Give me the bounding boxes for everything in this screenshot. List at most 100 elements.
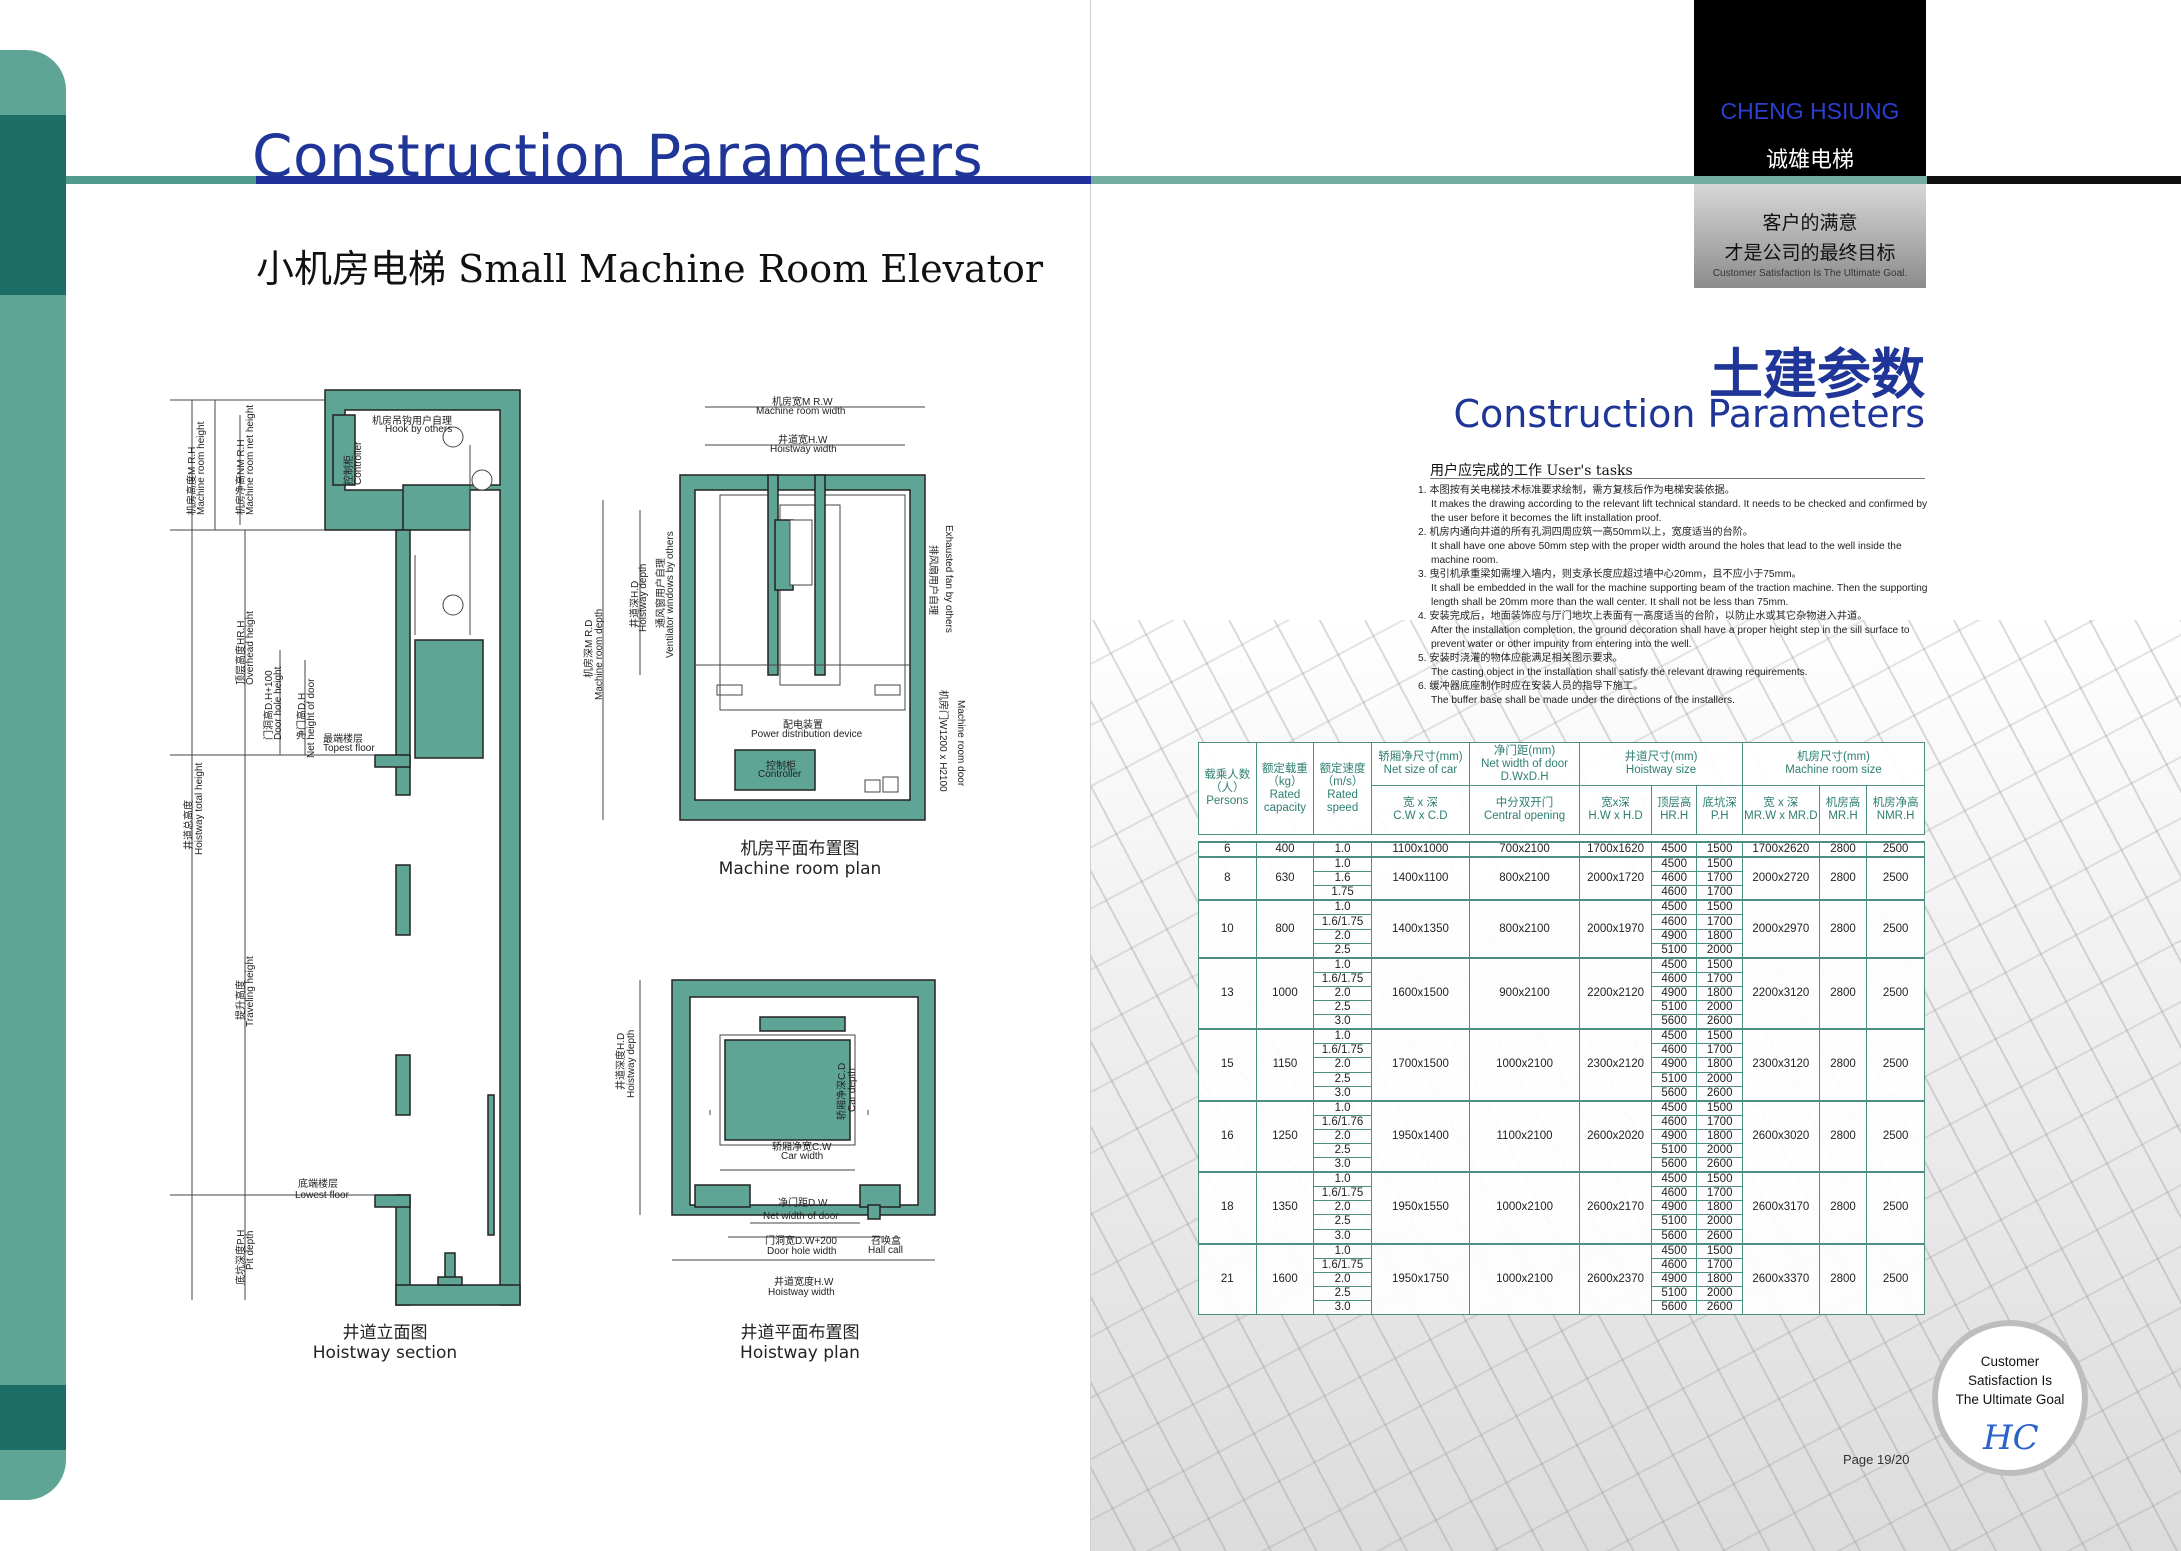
th-nmrh-en: NMR.H — [1876, 810, 1915, 822]
th-capacity: 额定载重（kg） Rated capacity — [1255, 742, 1315, 835]
cell-overhead-height: 4600 — [1650, 1257, 1698, 1273]
cell-machine-room-net-height: 2500 — [1866, 956, 1925, 1030]
cell-pit-depth: 2600 — [1696, 1228, 1743, 1245]
cell-door-width: 900x2100 — [1468, 956, 1581, 1030]
th-mrh: 机房高 MR.H — [1818, 785, 1868, 835]
page-fold-line — [1090, 0, 1091, 1551]
cell-overhead-height: 5100 — [1650, 1142, 1698, 1159]
cell-hoistway-size: 2200x2120 — [1579, 956, 1652, 1030]
label-door-zh: 机房门W1200 x H2100 — [937, 690, 948, 792]
cell-overhead-height: 5600 — [1650, 1299, 1698, 1316]
cell-overhead-height: 4600 — [1650, 885, 1698, 901]
slogan-badge — [1932, 1320, 2088, 1476]
th-ph-zh: 底坑深 — [1702, 797, 1737, 809]
cell-overhead-height: 5100 — [1650, 1214, 1698, 1230]
cell-pit-depth: 1700 — [1696, 914, 1743, 930]
cell-overhead-height: 4500 — [1650, 840, 1698, 858]
cell-hoistway-size: 2600x2170 — [1579, 1171, 1652, 1245]
cell-speed: 2.5 — [1313, 1214, 1372, 1230]
cell-machine-room-size: 2300x3120 — [1741, 1028, 1820, 1102]
cell-pit-depth: 1700 — [1696, 1114, 1743, 1130]
th-door-en: Net width of door D.WxD.H — [1481, 757, 1569, 783]
label-cw-en: Car width — [781, 1151, 824, 1162]
user-tasks-rule — [1430, 478, 1925, 479]
user-tasks-heading: 用户应完成的工作 User's tasks — [1430, 463, 1633, 479]
cell-overhead-height: 4900 — [1650, 1057, 1698, 1073]
cell-door-width: 1000x2100 — [1468, 1242, 1581, 1316]
label-dhw-zh: 门洞宽D.W+200 — [765, 1236, 837, 1247]
badge-line1: Customer — [1980, 1354, 2040, 1369]
th-persons-en: Persons — [1206, 795, 1249, 807]
cell-machine-room-height: 2800 — [1818, 956, 1868, 1030]
task-en: It shall have one above 50mm step with t… — [1431, 541, 1902, 566]
th-hwhd-en: H.W x H.D — [1588, 810, 1643, 822]
label-hook-zh: 机房吊钩用户自理 — [372, 416, 452, 427]
label-hook-en: Hook by others — [385, 424, 453, 435]
label-hp-hw-en: Hoistway width — [768, 1287, 835, 1298]
cell-pit-depth: 1800 — [1696, 985, 1743, 1002]
cell-speed: 1.6/1.75 — [1313, 1186, 1372, 1202]
cell-capacity: 1150 — [1255, 1028, 1315, 1102]
cell-car-size: 1950x1750 — [1370, 1242, 1470, 1316]
th-mr-en: Machine room size — [1785, 764, 1882, 776]
cell-pit-depth: 2000 — [1696, 1071, 1743, 1087]
th-persons-zh: 载乘人数（人） — [1204, 769, 1251, 794]
label-power-en: Power distribution device — [751, 729, 863, 740]
construction-parameters-table: 载乘人数（人） Persons 额定载重（kg） Rated capacity … — [1198, 742, 1926, 1316]
cell-machine-room-size: 2600x3170 — [1741, 1171, 1820, 1245]
cell-pit-depth: 2000 — [1696, 1142, 1743, 1159]
cell-capacity: 1600 — [1255, 1242, 1315, 1316]
cell-speed: 3.0 — [1313, 1299, 1372, 1316]
task-zh: 1. 本图按有关电梯技术标准要求绘制，需方复核后作为电梯安装依据。 — [1418, 485, 1735, 496]
th-cwcd-en: C.W x C.D — [1393, 810, 1448, 822]
cell-machine-room-size: 2000x2720 — [1741, 856, 1820, 901]
cell-speed: 1.0 — [1313, 840, 1372, 858]
cell-overhead-height: 4600 — [1650, 1186, 1698, 1202]
label-cd-en: Car depth — [847, 1068, 858, 1112]
cell-overhead-height: 4500 — [1650, 1242, 1698, 1259]
cell-speed: 1.0 — [1313, 1028, 1372, 1045]
cell-machine-room-net-height: 2500 — [1866, 899, 1925, 959]
user-tasks-list: 1. 本图按有关电梯技术标准要求绘制，需方复核后作为电梯安装依据。It make… — [1418, 484, 1928, 708]
label-lowest-en: Lowest floor — [295, 1190, 349, 1201]
th-hrh-en: HR.H — [1660, 810, 1689, 822]
cell-pit-depth: 1500 — [1696, 1028, 1743, 1045]
label-hw-zh: 井道宽H.W — [778, 435, 828, 446]
page-number: Page 19/20 — [1843, 1452, 1910, 1467]
label-lowest-zh: 底端楼层 — [298, 1179, 338, 1190]
cell-pit-depth: 1800 — [1696, 928, 1743, 944]
label-vent-en: Ventilator windows by others — [665, 531, 676, 658]
th-cwcd: 宽 x 深 C.W x C.D — [1370, 785, 1470, 835]
label-topfloor-zh: 最端楼层 — [323, 734, 363, 745]
cell-speed: 1.6/1.75 — [1313, 914, 1372, 930]
cell-overhead-height: 5600 — [1650, 1014, 1698, 1030]
cell-door-width: 700x2100 — [1468, 840, 1581, 858]
cell-capacity: 400 — [1255, 840, 1315, 858]
cell-capacity: 630 — [1255, 856, 1315, 901]
label-dhw-en: Door hole width — [767, 1246, 837, 1257]
cell-hoistway-size: 2000x1720 — [1579, 856, 1652, 901]
th-mrwd-zh: 宽 x 深 — [1763, 797, 1799, 809]
badge-line2: Satisfaction Is — [1967, 1373, 2053, 1388]
table-separator — [1198, 834, 1925, 843]
th-door-zh: 净门距(mm) — [1493, 744, 1556, 757]
cell-speed: 1.75 — [1313, 885, 1372, 901]
cell-hoistway-size: 2600x2370 — [1579, 1242, 1652, 1316]
cell-pit-depth: 2600 — [1696, 1014, 1743, 1030]
task-zh: 2. 机房内通向井道的所有孔洞四周应筑一高50mm以上，宽度适当的台阶。 — [1418, 527, 1754, 538]
cell-pit-depth: 1800 — [1696, 1128, 1743, 1144]
cell-machine-room-height: 2800 — [1818, 840, 1868, 858]
page-subtitle: 小机房电梯 Small Machine Room Elevator — [256, 247, 1043, 291]
